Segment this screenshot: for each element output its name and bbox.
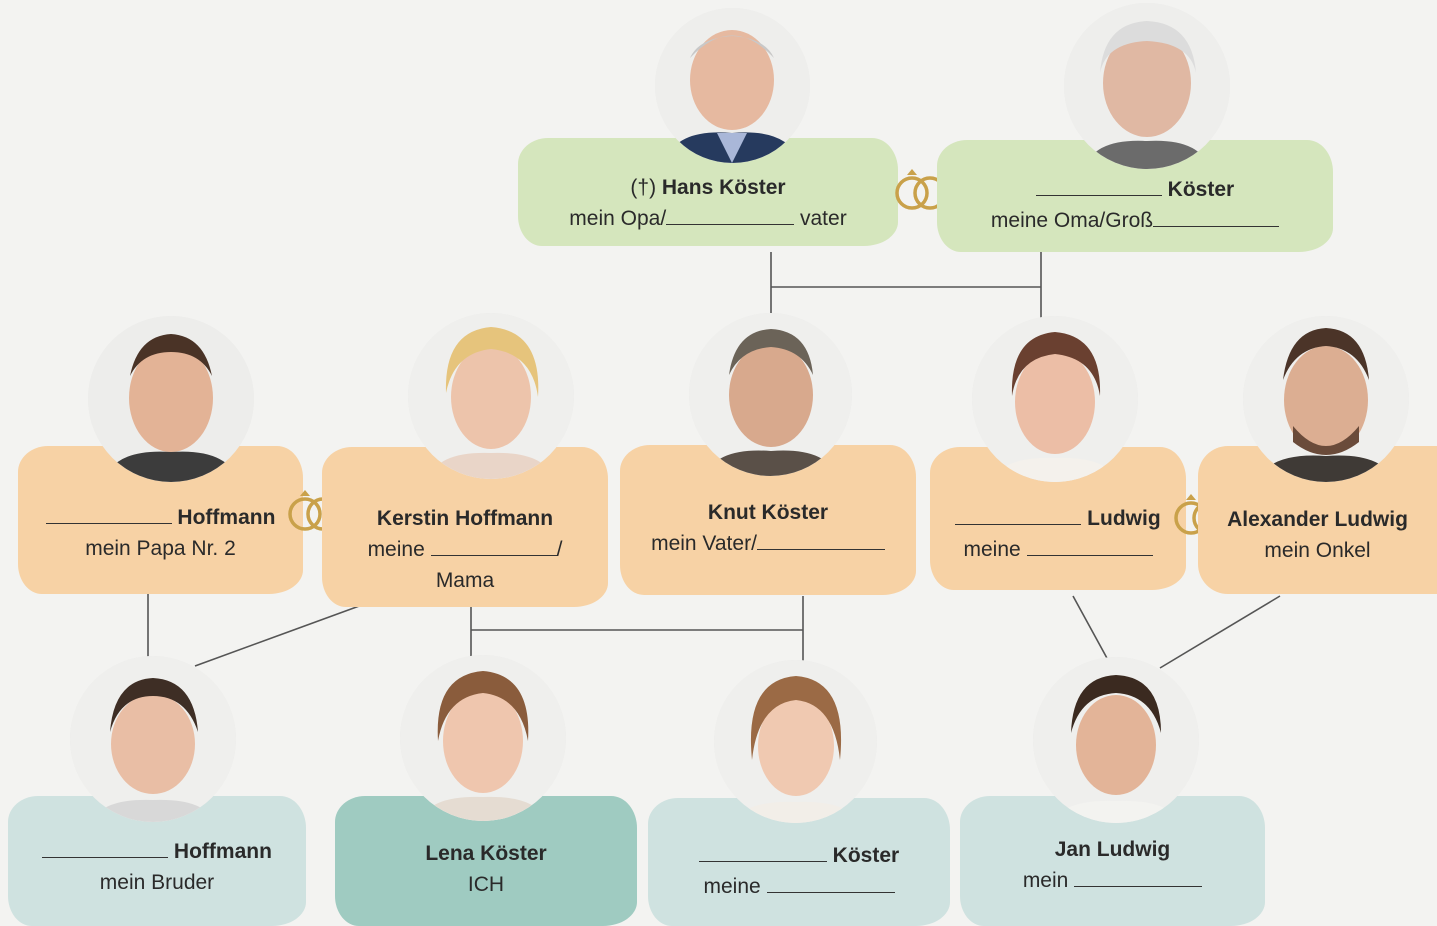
relation-label: mein Opa/ bbox=[569, 207, 667, 230]
person-name: Lena Köster bbox=[425, 842, 547, 865]
relation-label: meine bbox=[367, 538, 431, 561]
portrait-photo bbox=[70, 656, 236, 822]
portrait-photo bbox=[88, 316, 254, 482]
relation-label: mein Papa Nr. 2 bbox=[85, 537, 236, 560]
card-jan-ludwig: Jan Ludwig mein bbox=[960, 796, 1265, 926]
portrait-photo bbox=[400, 655, 566, 821]
fill-blank[interactable] bbox=[1074, 866, 1203, 887]
portrait-photo bbox=[1064, 3, 1230, 169]
fill-blank[interactable] bbox=[1035, 175, 1162, 196]
deceased-mark: (†) bbox=[630, 176, 662, 199]
person-name: Hans Köster bbox=[661, 176, 786, 199]
portrait-photo bbox=[972, 316, 1138, 482]
person-name: Ludwig bbox=[1087, 507, 1161, 530]
fill-blank[interactable] bbox=[1026, 535, 1153, 556]
relation-label: mein bbox=[1022, 869, 1075, 892]
person-name: Köster bbox=[1167, 178, 1235, 201]
person-name: Kerstin Hoffmann bbox=[376, 507, 554, 530]
fill-blank[interactable] bbox=[955, 504, 1082, 525]
person-name: Köster bbox=[832, 844, 900, 867]
relation-label: ICH bbox=[467, 873, 505, 896]
fill-blank[interactable] bbox=[42, 837, 169, 858]
fill-blank[interactable] bbox=[756, 529, 885, 550]
portrait-photo bbox=[1243, 316, 1409, 482]
fill-blank[interactable] bbox=[698, 841, 827, 862]
fill-blank[interactable] bbox=[666, 204, 795, 225]
relation-label: mein Vater/ bbox=[651, 532, 757, 555]
person-name: Hoffmann bbox=[177, 506, 276, 529]
relation-label: meine Oma/Groß bbox=[990, 209, 1154, 232]
relation-label: meine bbox=[963, 538, 1027, 561]
fill-blank[interactable] bbox=[430, 535, 557, 556]
relation-label: mein Onkel bbox=[1264, 539, 1371, 562]
portrait-photo bbox=[689, 313, 852, 476]
slash: / bbox=[556, 538, 563, 561]
fill-blank[interactable] bbox=[1153, 206, 1280, 227]
person-name: Alexander Ludwig bbox=[1227, 508, 1408, 531]
relation-label-end: vater bbox=[794, 207, 847, 230]
relation-label: mein Bruder bbox=[99, 871, 215, 894]
portrait-photo bbox=[408, 313, 574, 479]
portrait-photo bbox=[655, 8, 810, 163]
portrait-photo bbox=[714, 660, 877, 823]
person-name: Hoffmann bbox=[173, 840, 272, 863]
family-tree-lines bbox=[147, 252, 1281, 669]
person-name: Knut Köster bbox=[707, 501, 829, 524]
fill-blank[interactable] bbox=[766, 872, 895, 893]
portrait-photo bbox=[1033, 657, 1199, 823]
relation-label: meine bbox=[703, 875, 767, 898]
person-name: Jan Ludwig bbox=[1054, 838, 1171, 861]
fill-blank[interactable] bbox=[45, 503, 172, 524]
relation-label-line3: Mama bbox=[435, 569, 495, 592]
